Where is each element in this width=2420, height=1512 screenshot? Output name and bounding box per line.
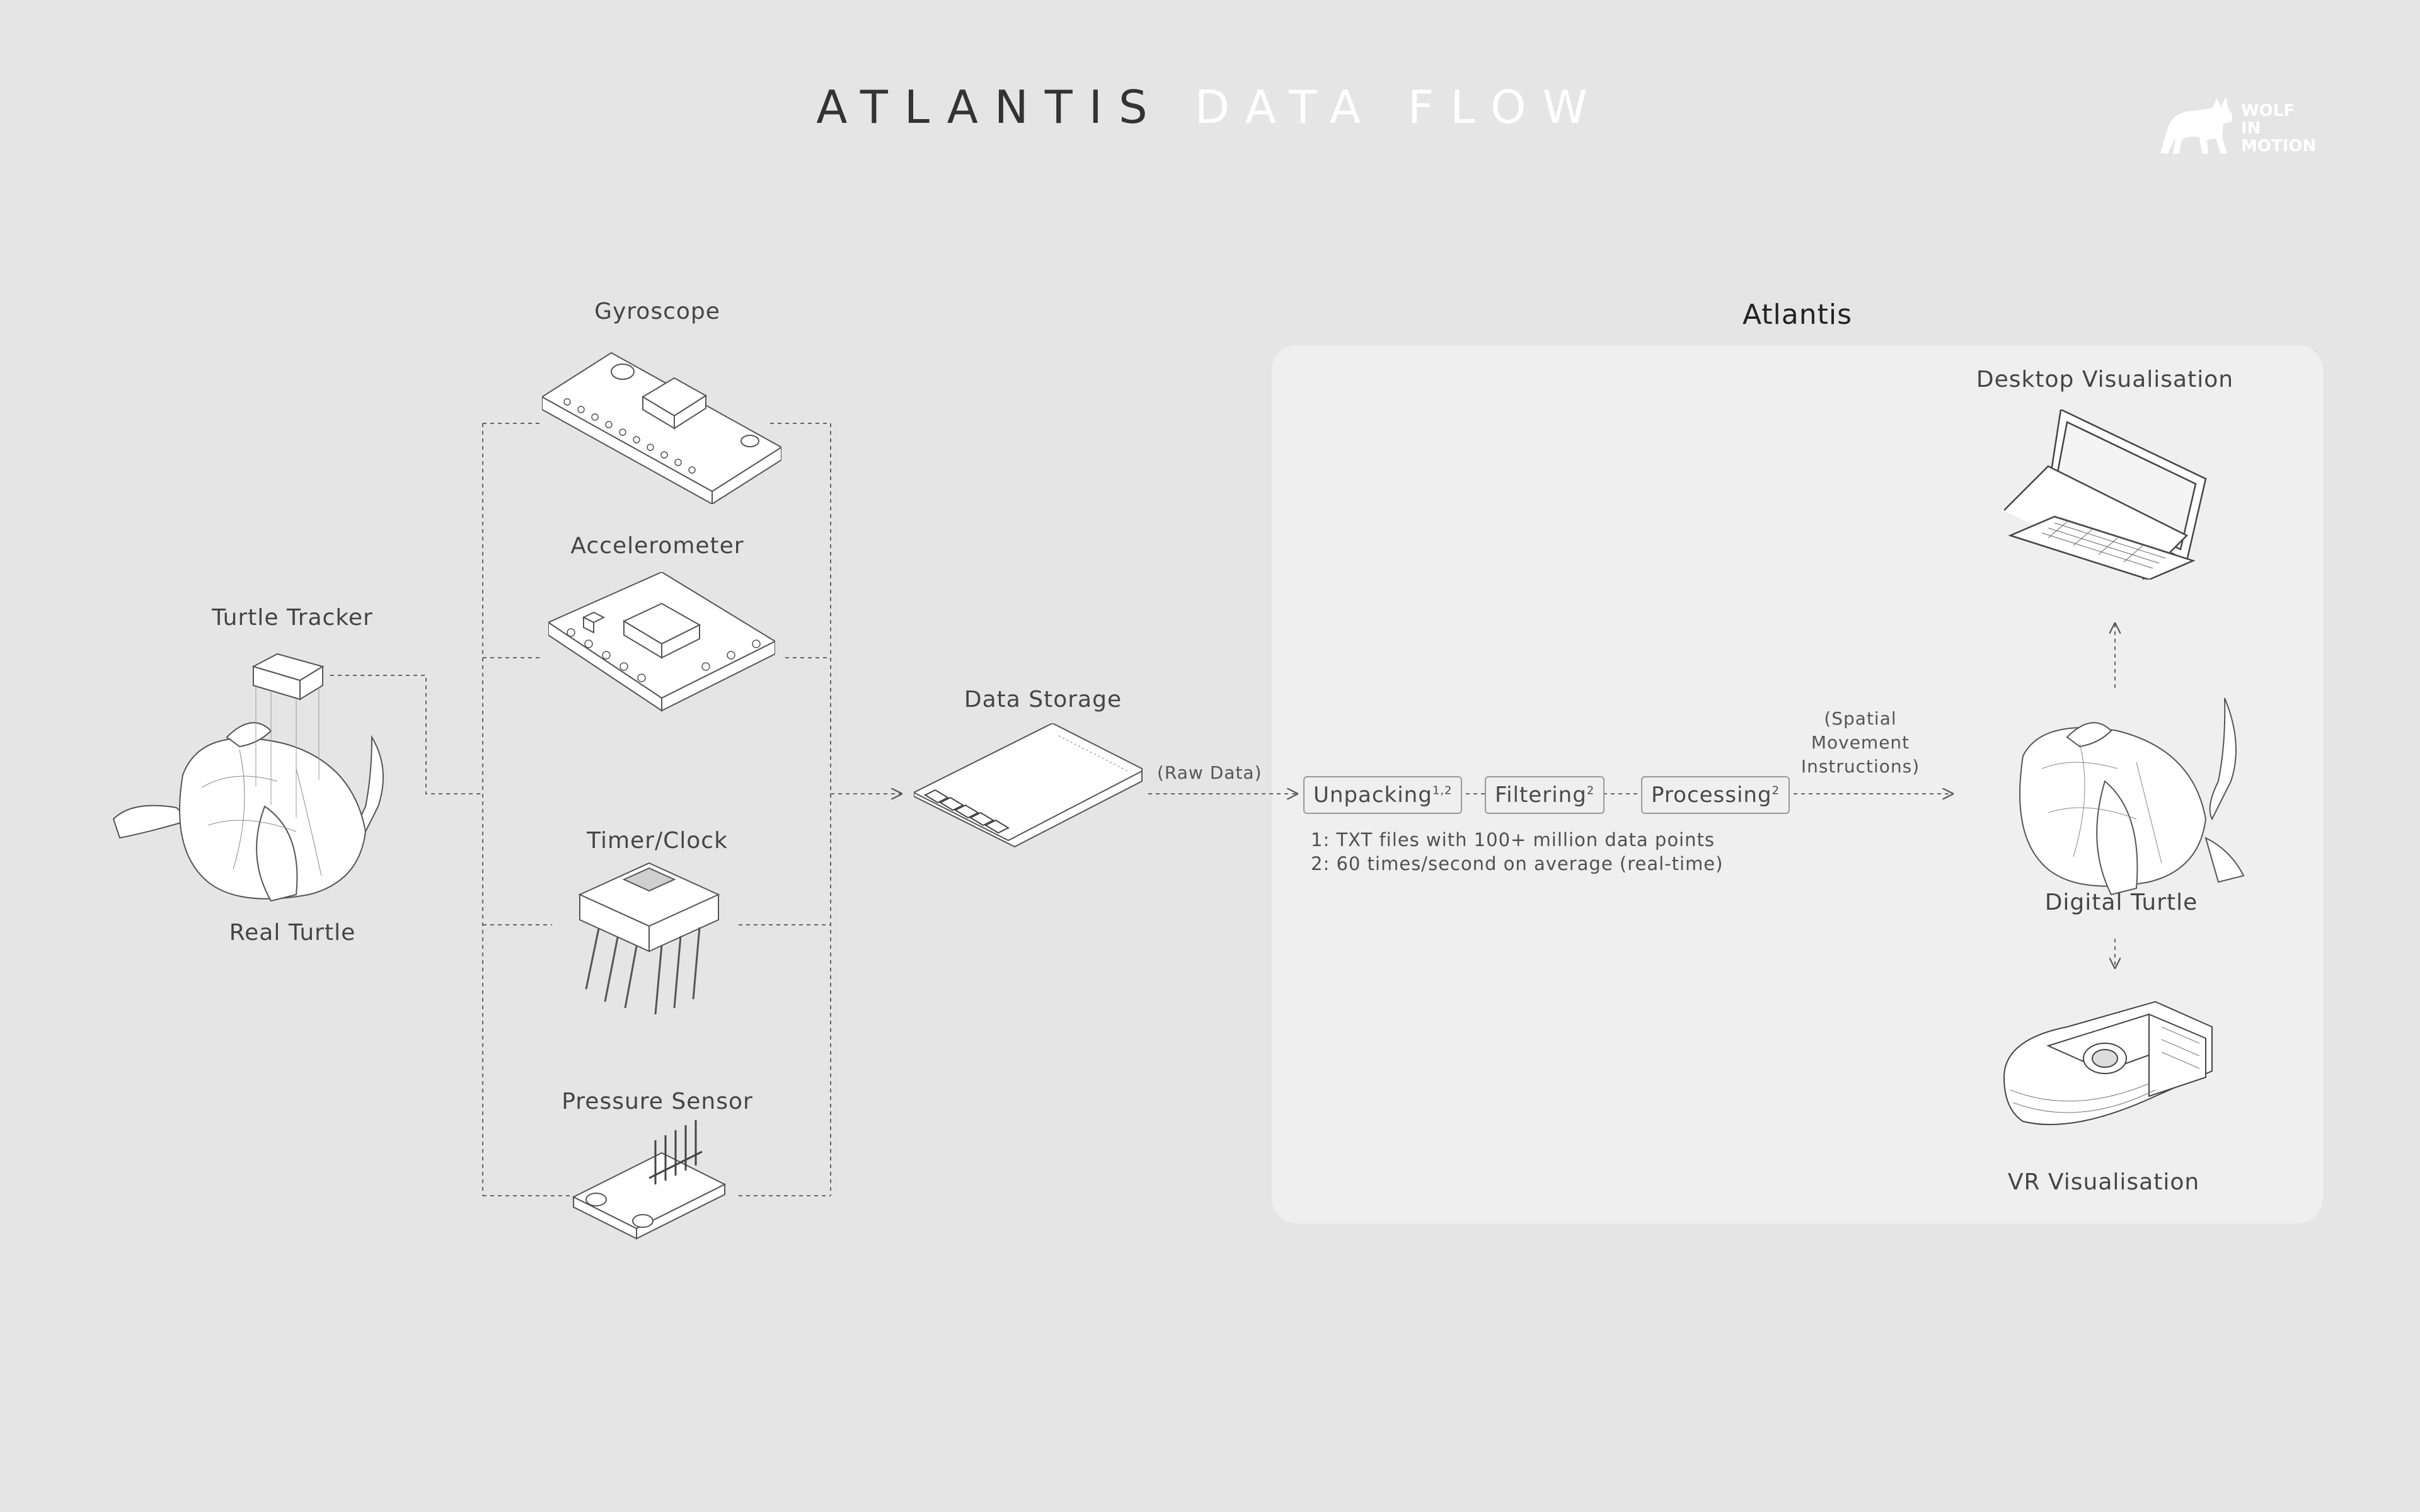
unpacking-step: Unpacking1,2 bbox=[1303, 776, 1463, 814]
laptop-illustration bbox=[2004, 410, 2207, 580]
spatial-instructions-label: (Spatial Movement Instructions) bbox=[1801, 707, 1920, 779]
real-turtle-label: Real Turtle bbox=[229, 920, 356, 946]
vr-headset-illustration bbox=[2003, 1000, 2213, 1125]
title-part-dark: ATLANTIS bbox=[816, 81, 1164, 134]
sd-card-illustration bbox=[914, 723, 1143, 848]
desktop-visualisation-label: Desktop Visualisation bbox=[1976, 367, 2234, 392]
filtering-label: Filtering bbox=[1495, 782, 1587, 808]
processing-step: Processing2 bbox=[1641, 776, 1790, 814]
page-title: ATLANTIS DATA FLOW bbox=[0, 81, 2420, 134]
gyroscope-label: Gyroscope bbox=[594, 299, 720, 324]
processing-label: Processing bbox=[1651, 782, 1772, 808]
spatial-line-3: Instructions) bbox=[1801, 756, 1920, 777]
accelerometer-illustration bbox=[548, 572, 775, 712]
pressure-sensor-label: Pressure Sensor bbox=[562, 1089, 753, 1114]
title-part-light: DATA FLOW bbox=[1194, 81, 1604, 134]
atlantis-title: Atlantis bbox=[1742, 299, 1853, 331]
unpacking-footnote: 1,2 bbox=[1432, 784, 1453, 798]
filtering-step: Filtering2 bbox=[1485, 776, 1605, 814]
filtering-footnote: 2 bbox=[1586, 784, 1595, 798]
tracker-illustration bbox=[251, 653, 325, 818]
timer-chip-illustration bbox=[578, 862, 720, 1015]
accelerometer-label: Accelerometer bbox=[570, 533, 744, 559]
wolf-icon bbox=[2160, 97, 2233, 154]
timer-clock-label: Timer/Clock bbox=[587, 828, 728, 854]
spatial-line-2: Movement bbox=[1811, 732, 1910, 753]
data-storage-label: Data Storage bbox=[964, 687, 1122, 713]
digital-turtle-label: Digital Turtle bbox=[2044, 890, 2198, 915]
pressure-sensor-illustration bbox=[572, 1120, 727, 1240]
footnote-2: 2: 60 times/second on average (real-time… bbox=[1311, 853, 1724, 874]
raw-data-label: (Raw Data) bbox=[1157, 762, 1262, 783]
vr-visualisation-label: VR Visualisation bbox=[2007, 1169, 2200, 1195]
logo-line-1: WOLF bbox=[2241, 101, 2295, 120]
processing-footnote: 2 bbox=[1772, 784, 1780, 798]
digital-turtle-illustration bbox=[2019, 697, 2245, 896]
spatial-line-1: (Spatial bbox=[1824, 708, 1897, 729]
unpacking-label: Unpacking bbox=[1313, 782, 1432, 808]
logo-line-3: MOTION bbox=[2241, 137, 2317, 156]
gyroscope-illustration bbox=[542, 352, 781, 504]
wolf-in-motion-logo: WOLF IN MOTION bbox=[2154, 93, 2331, 163]
footnote-1: 1: TXT files with 100+ million data poin… bbox=[1311, 829, 1715, 850]
logo-line-2: IN bbox=[2241, 119, 2261, 138]
turtle-tracker-label: Turtle Tracker bbox=[212, 605, 373, 631]
